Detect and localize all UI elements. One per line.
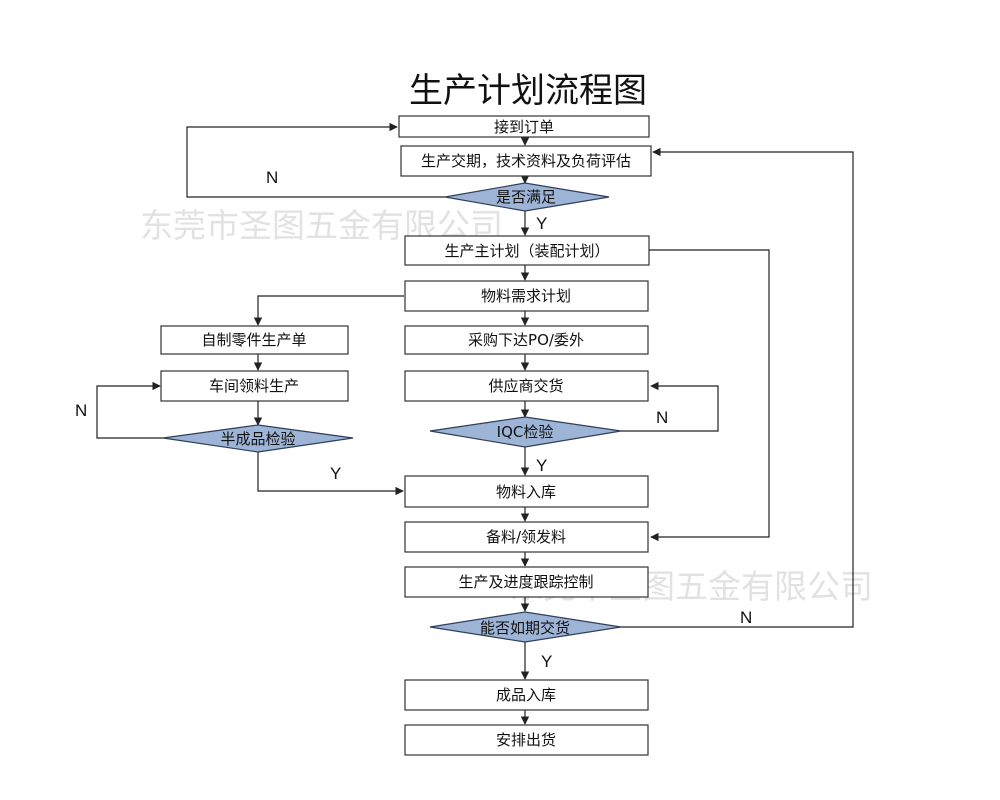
node-satisfied-label: 是否满足 (496, 188, 556, 206)
node-warehouse-in-label: 物料入库 (496, 483, 556, 501)
node-on-time-label: 能否如期交货 (480, 619, 570, 637)
edge-mrp-selfparts (253, 295, 404, 326)
node-evaluate-label: 生产交期，技术资料及负荷评估 (421, 152, 631, 170)
label-satisfied-no: N (266, 168, 278, 187)
label-semi-no: N (75, 401, 87, 420)
node-semi-inspect-label: 半成品检验 (220, 430, 295, 448)
node-iqc: IQC检验 (429, 416, 622, 448)
node-ship: 安排出货 (404, 724, 649, 756)
node-ship-label: 安排出货 (496, 731, 556, 749)
node-mrp-label: 物料需求计划 (481, 287, 571, 305)
label-satisfied-yes: Y (536, 214, 547, 233)
node-tracking: 生产及进度跟踪控制 (404, 566, 649, 598)
edge-ontime-no-loop (621, 147, 854, 628)
node-supplier-label: 供应商交货 (488, 377, 563, 395)
node-order: 接到订单 (398, 115, 650, 138)
edge-satisfied-no-loop (186, 122, 445, 198)
node-self-parts-label: 自制零件生产单 (201, 331, 306, 349)
edge-semi-no-loop (96, 381, 163, 439)
node-workshop: 车间领料生产 (160, 370, 349, 402)
node-master-plan: 生产主计划（装配计划） (404, 235, 650, 266)
node-master-plan-label: 生产主计划（装配计划） (444, 242, 609, 260)
label-ontime-yes: Y (541, 652, 552, 671)
node-tracking-label: 生产及进度跟踪控制 (458, 573, 593, 591)
node-on-time: 能否如期交货 (429, 611, 622, 643)
node-purchase-label: 采购下达PO/委外 (468, 331, 584, 349)
label-iqc-yes: Y (536, 456, 547, 475)
page-title: 生产计划流程图 (409, 71, 647, 111)
node-workshop-label: 车间领料生产 (209, 377, 299, 395)
node-finished-in-label: 成品入库 (496, 686, 556, 704)
node-self-parts: 自制零件生产单 (160, 325, 349, 355)
node-order-label: 接到订单 (494, 118, 554, 136)
edge-master-prepare (649, 249, 770, 542)
node-mrp: 物料需求计划 (404, 280, 649, 312)
label-iqc-no: N (656, 408, 668, 427)
node-prepare-label: 备料/领发料 (486, 528, 566, 546)
node-supplier: 供应商交货 (404, 370, 649, 402)
node-satisfied: 是否满足 (444, 182, 610, 212)
node-warehouse-in: 物料入库 (404, 475, 649, 508)
node-purchase: 采购下达PO/委外 (404, 325, 649, 355)
node-prepare: 备料/领发料 (404, 521, 649, 553)
node-evaluate: 生产交期，技术资料及负荷评估 (400, 145, 652, 177)
node-finished-in: 成品入库 (404, 679, 649, 711)
label-semi-yes: Y (330, 464, 341, 483)
label-ontime-no: N (740, 608, 752, 627)
node-semi-inspect: 半成品检验 (162, 424, 354, 453)
node-iqc-label: IQC检验 (497, 423, 554, 441)
edge-iqc-no-loop (621, 381, 719, 432)
edge-semi-yes-warehouse (257, 452, 404, 496)
